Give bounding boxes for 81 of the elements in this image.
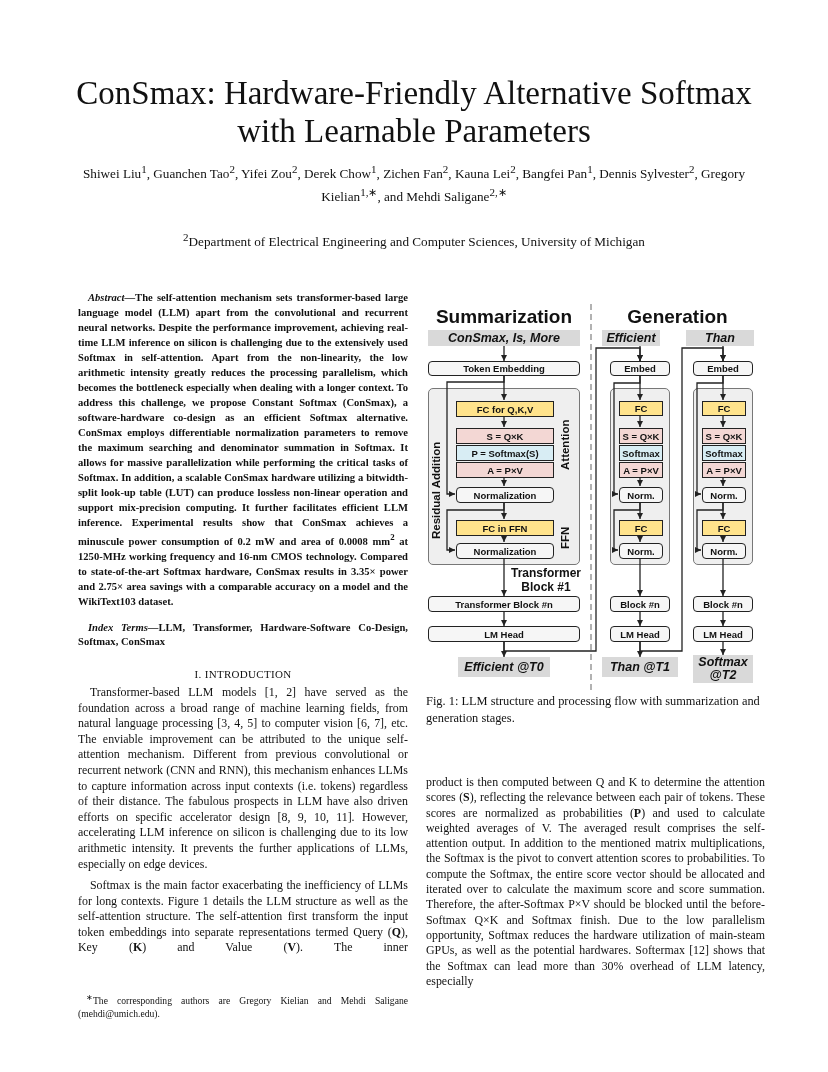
arrow <box>694 375 724 498</box>
block-label: Transformer Block #1 <box>510 566 582 594</box>
footnote-text: $^{∗}$The corresponding authors are Gregory Kielian and Mehdi Saligane (mehdi@umich.edu). <box>78 992 408 1021</box>
arrow <box>500 345 508 362</box>
arrow <box>719 534 727 543</box>
author-list: Shiwei Liu$^{1}$, Guanchen Tao$^{2}$, Yifei Zou$^{2}$, Derek Chow$^{1}$, Zichen Fan$^{2}$, Kauna Lei$^{2}$, Bangfei Pan$^{1}$, Dennis Sylvester$^{2}$, Gregory Kielian$^{1,∗}$, and Mehdi Saligane$^{2,∗}$ <box>70 160 758 207</box>
arrow <box>500 557 508 597</box>
body-paragraph: Softmax is the main factor exacerbating the inefficiency of LLMs for long contexts. Figure 1 details the LLM structure as well as the self-attention structure. The self-attention first transform the input token embeddings into separate representations termed Query (Q), Key (K) and Value (V). The inner <box>78 878 408 956</box>
arrow <box>719 345 727 362</box>
process-box: Token Embedding <box>428 361 580 376</box>
process-box: A = P×V <box>619 462 663 478</box>
block-panel <box>428 388 580 565</box>
arrow <box>611 375 641 498</box>
arrow <box>500 415 508 428</box>
figure-caption: Fig. 1: LLM structure and processing flow with summarization and generation stages. <box>426 693 761 726</box>
process-box: S = Q×K <box>619 428 663 444</box>
arrow <box>636 476 644 487</box>
arrow <box>636 345 644 362</box>
label-band: Than <box>686 330 754 346</box>
arrow <box>500 534 508 543</box>
process-box: FC <box>702 520 746 536</box>
arrow <box>500 476 508 487</box>
process-box: LM Head <box>428 626 580 642</box>
paper-title: ConSmax: Hardware-Friendly Alternative Softmax with Learnable Parameters <box>75 74 753 150</box>
process-box: FC for Q,K,V <box>456 401 554 417</box>
arrow <box>636 534 644 543</box>
label-band: Efficient @T0 <box>458 657 550 677</box>
vertical-label: Attention <box>558 418 572 473</box>
arrow <box>719 611 727 627</box>
process-box: FC <box>619 520 663 536</box>
process-box: FC <box>702 401 746 416</box>
process-box: S = Q×K <box>702 428 746 444</box>
arrow <box>636 557 644 597</box>
arrow <box>446 375 505 498</box>
process-box: Embed <box>610 361 670 376</box>
body-paragraph: product is then computed between Q and K to determine the attention scores (S), reflecting the relevance between each pair of tokens. These scores are normalized as probabilities (P) and used to calculate weighted averages of V. The averaged result comprises the self-attention output. In addition to the mentioned matrix multiplications, the Softmax is the pivot to convert attention scores to probabilities. To compute the Softmax, the entire score vector should be allocated and iterated over to calculate the maximum score and score summation. Therefore, the after-Softmax P×V should be blocked until the before-Softmax Q×K and Softmax finish. Due to the low parallelism opportunity, Softmax reduces the hardware utilization of main-steam GPUs, as well as the potential hardwares. Softermax [12] shows that the Softmax can lead more than 30% overhead of LLM latency, especially <box>426 775 765 990</box>
process-box: Normalization <box>456 487 554 503</box>
process-box: LM Head <box>610 626 670 642</box>
arrow <box>694 501 724 554</box>
arrow <box>719 414 727 428</box>
vertical-label: Residual Addition <box>429 440 443 541</box>
process-box: Embed <box>693 361 753 376</box>
label-band: Softmax @T2 <box>693 655 753 683</box>
arrow <box>636 611 644 627</box>
arrow <box>719 476 727 487</box>
vertical-label: FFN <box>558 525 572 552</box>
arrow <box>611 501 641 554</box>
arrow <box>446 501 505 554</box>
process-box: FC <box>619 401 663 416</box>
label-band: ConSmax, Is, More <box>428 330 580 346</box>
arrow <box>719 557 727 597</box>
process-box: S = Q×K <box>456 428 554 444</box>
process-box: A = P×V <box>702 462 746 478</box>
body-paragraph: Transformer-based LLM models [1, 2] have served as the foundation across a broad range of machine learning fields, from natural language processing [3, 4, 5] to computer vision [6, 7], etc. The enviable improvement can be attributed to the unique self-attention mechanism. Different from previous convolutional or recurrent network (CNN and RNN), this mechanism enhances LLMs to capture information across input contexts (i.e. tokens) regardless of their distance. The fabulous prospects in LLM have also driven efforts on specific accelerator design [8, 9, 10, 11]. However, accelerating LLM inference on silicon is challenging due to its low arithmetic intensity. It prevents the further applications of LLMs, especially on edge devices. <box>78 685 408 873</box>
block-panel <box>610 388 670 565</box>
abstract-paragraph: Abstract—The self-attention mechanism sets transformer-based large language model (LLM) apart from the convolutional and recurrent neural networks. Despite the performance improvement, achieving real-time LLM inference on silicon is challenging due to the extensively used Softmax in self-attention. Apart from the non-linearity, the low arithmetic intensity greatly reduces the processing parallelism, which becomes the bottleneck especially when dealing with a longer context. To address this challenge, we propose Constant Softmax (ConSmax), a software-hardware co-design as an efficient Softmax alternative. ConSmax employs differentiable normalization parameters to remove the maximum searching and denominator summation in Softmax. It allows for massive parallelization while performing the critical tasks of Softmax. In addition, a scalable ConSmax hardware utilizing a bitwidth-split look-up table (LUT) can produce lossless non-linear operation and support mix-precision computing. It further facilitates efficient LLM inference. Experimental results show that ConSmax achieves a minuscule power consumption of 0.2 mW and area of 0.0008 mm$^{2}$ at 1250-MHz working frequency and 16-nm CMOS technology. Compared to state-of-the-art Softmax hardware, ConSmax results in 3.35× power and 2.75× area savings with a comparable accuracy on a model and the WikiText103 dataset. <box>78 291 408 609</box>
process-box: Norm. <box>619 487 663 503</box>
process-box: Norm. <box>702 487 746 503</box>
process-box: A = P×V <box>456 462 554 478</box>
block-panel <box>693 388 753 565</box>
process-box: Norm. <box>702 543 746 559</box>
process-box: Normalization <box>456 543 554 559</box>
process-box: Transformer Block #n <box>428 596 580 612</box>
index-terms-paragraph: Index Terms—LLM, Transformer, Hardware-Software Co-Design, Softmax, ConSmax <box>78 621 408 650</box>
process-box: LM Head <box>693 626 753 642</box>
process-box: Block #n <box>610 596 670 612</box>
arrow <box>500 611 508 627</box>
section-heading: I. INTRODUCTION <box>193 667 293 681</box>
arrow <box>636 414 644 428</box>
process-box: Norm. <box>619 543 663 559</box>
column-heading: Generation <box>626 305 729 329</box>
process-box: P = Softmax(S) <box>456 445 554 461</box>
process-box: Block #n <box>693 596 753 612</box>
arrow <box>719 641 727 656</box>
process-box: Softmax <box>619 445 663 461</box>
column-heading: Summarization <box>434 305 574 329</box>
label-band: Efficient <box>602 330 660 346</box>
process-box: FC in FFN <box>456 520 554 536</box>
label-band: Than @T1 <box>602 657 678 677</box>
affiliation-text: $^{2}$Department of Electrical Engineering and Computer Sciences, University of Michigan <box>182 230 646 252</box>
process-box: Softmax <box>702 445 746 461</box>
